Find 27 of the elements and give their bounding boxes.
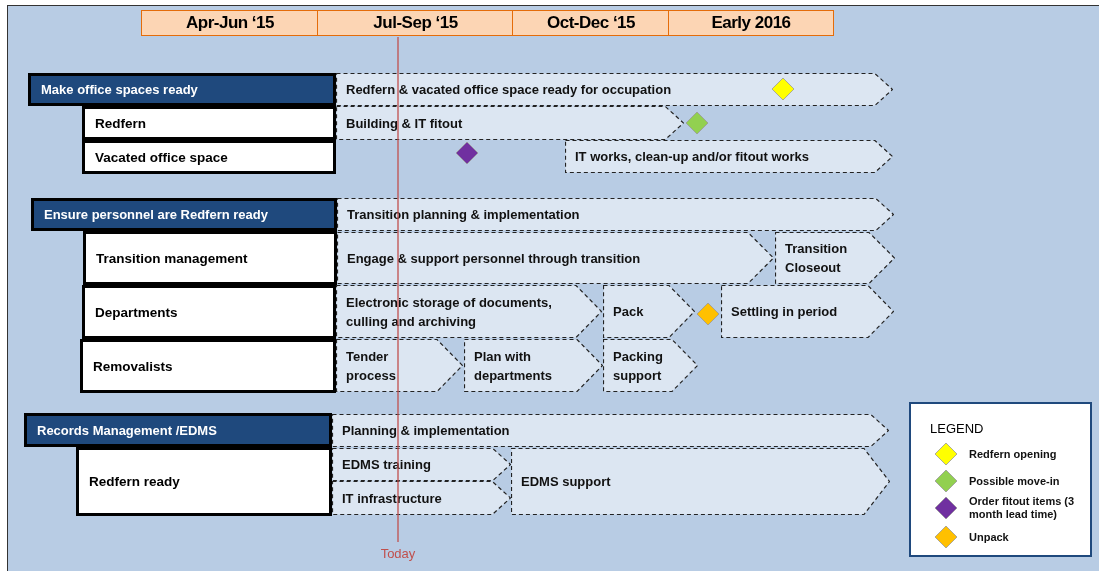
task-bar: Redfern & vacated office space ready for occupation [336, 73, 893, 106]
legend-label: Unpack [969, 529, 1010, 545]
category-header: Ensure personnel are Redfern ready [31, 198, 337, 231]
timeline-header-cell: Jul-Sep ‘15 [317, 10, 514, 36]
timeline-header-cell: Apr-Jun ‘15 [141, 10, 319, 36]
row-label: Removalists [80, 339, 336, 393]
timeline-header-cell: Early 2016 [668, 10, 834, 36]
task-bar: IT infrastructure [332, 481, 511, 515]
today-label: Today [379, 546, 417, 561]
legend-label: Order fitout items (3 month lead time) [969, 495, 1076, 521]
task-bar: Packing support [603, 339, 698, 392]
task-bar: EDMS training [332, 448, 511, 481]
task-bar: Pack [603, 285, 695, 338]
row-label: Redfern [82, 106, 336, 140]
row-label: Vacated office space [82, 140, 336, 174]
row-label: Redfern ready [76, 447, 332, 516]
timeline-header-cell: Oct-Dec ‘15 [512, 10, 670, 36]
task-bar: IT works, clean-up and/or fitout works [565, 140, 893, 173]
row-label: Departments [82, 285, 336, 339]
task-bar: Settling in period [721, 285, 894, 338]
category-header: Make office spaces ready [28, 73, 336, 106]
row-label: Transition management [83, 231, 337, 285]
category-header: Records Management /EDMS [24, 413, 332, 447]
legend-label: Redfern opening [969, 446, 1058, 462]
legend-title: LEGEND [930, 421, 984, 436]
legend-label: Possible move-in [969, 473, 1061, 489]
task-bar: Building & IT fitout [336, 106, 684, 140]
